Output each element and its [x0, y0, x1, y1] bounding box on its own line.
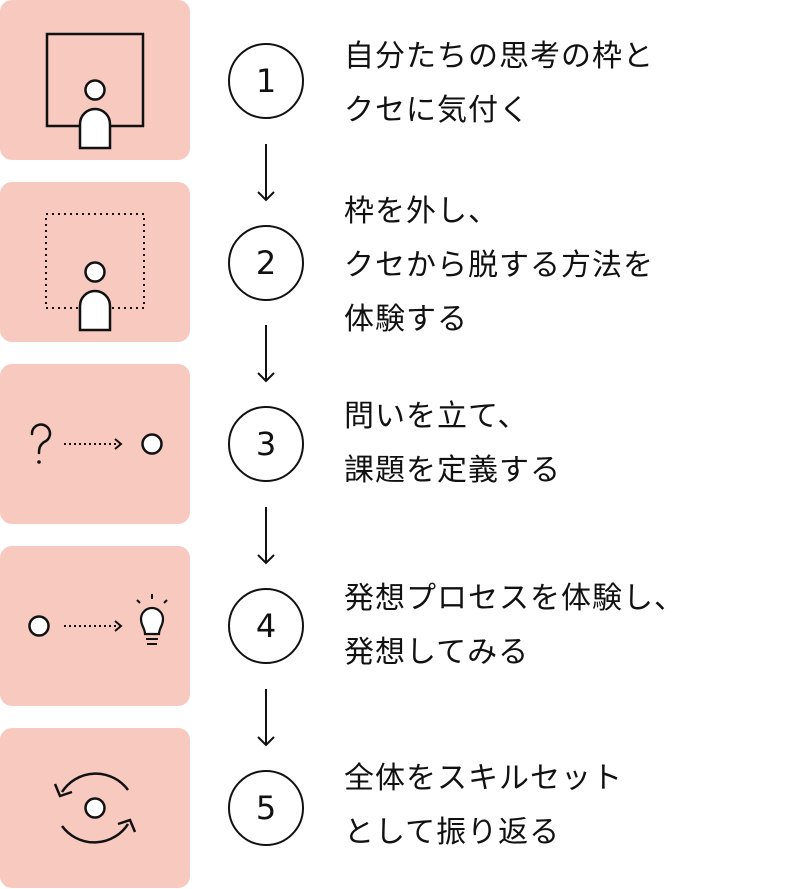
step-3-line-1: 問いを立て、 [344, 399, 529, 434]
step-2-line-3: 体験する [344, 302, 468, 337]
step-1-label: 自分たちの思考の枠と クセに気付く [344, 30, 784, 138]
cycle-icon [53, 772, 137, 844]
step-2-label: 枠を外し、 クセから脱する方法を 体験する [344, 185, 784, 347]
step-2-line-1: 枠を外し、 [344, 194, 499, 229]
step-2-line-2: クセから脱する方法を [344, 248, 654, 283]
step-3-line-2: 課題を定義する [344, 453, 561, 488]
step-5-tile [0, 728, 190, 888]
question-to-dot-icon [30, 423, 163, 464]
step-4-label: 発想プロセスを体験し、 発想してみる [344, 572, 784, 680]
step-1-tile [0, 0, 190, 160]
step-1-number: 1 [228, 43, 304, 119]
step-4-tile [0, 546, 190, 706]
step-2-number: 2 [228, 225, 304, 301]
step-3-label: 問いを立て、 課題を定義する [344, 390, 784, 498]
step-3-tile [0, 364, 190, 524]
step-4-number: 4 [228, 588, 304, 664]
step-5-number: 5 [228, 770, 304, 846]
step-4-line-2: 発想してみる [344, 635, 530, 670]
person-in-frame-icon [45, 32, 145, 150]
person-in-dotted-frame-icon [45, 213, 145, 332]
step-5-line-2: として振り返る [344, 815, 561, 850]
step-1-line-1: 自分たちの思考の枠と [344, 39, 654, 74]
step-3-number: 3 [228, 406, 304, 482]
down-arrow-icon [257, 144, 275, 202]
step-4-line-1: 発想プロセスを体験し、 [344, 581, 685, 616]
step-5-label: 全体をスキルセット として振り返る [344, 752, 784, 860]
down-arrow-icon [257, 325, 275, 383]
step-2-tile [0, 182, 190, 342]
step-5-line-1: 全体をスキルセット [344, 761, 623, 796]
down-arrow-icon [257, 689, 275, 747]
down-arrow-icon [257, 507, 275, 565]
dot-to-lightbulb-icon [28, 594, 168, 645]
step-1-line-2: クセに気付く [344, 93, 530, 128]
